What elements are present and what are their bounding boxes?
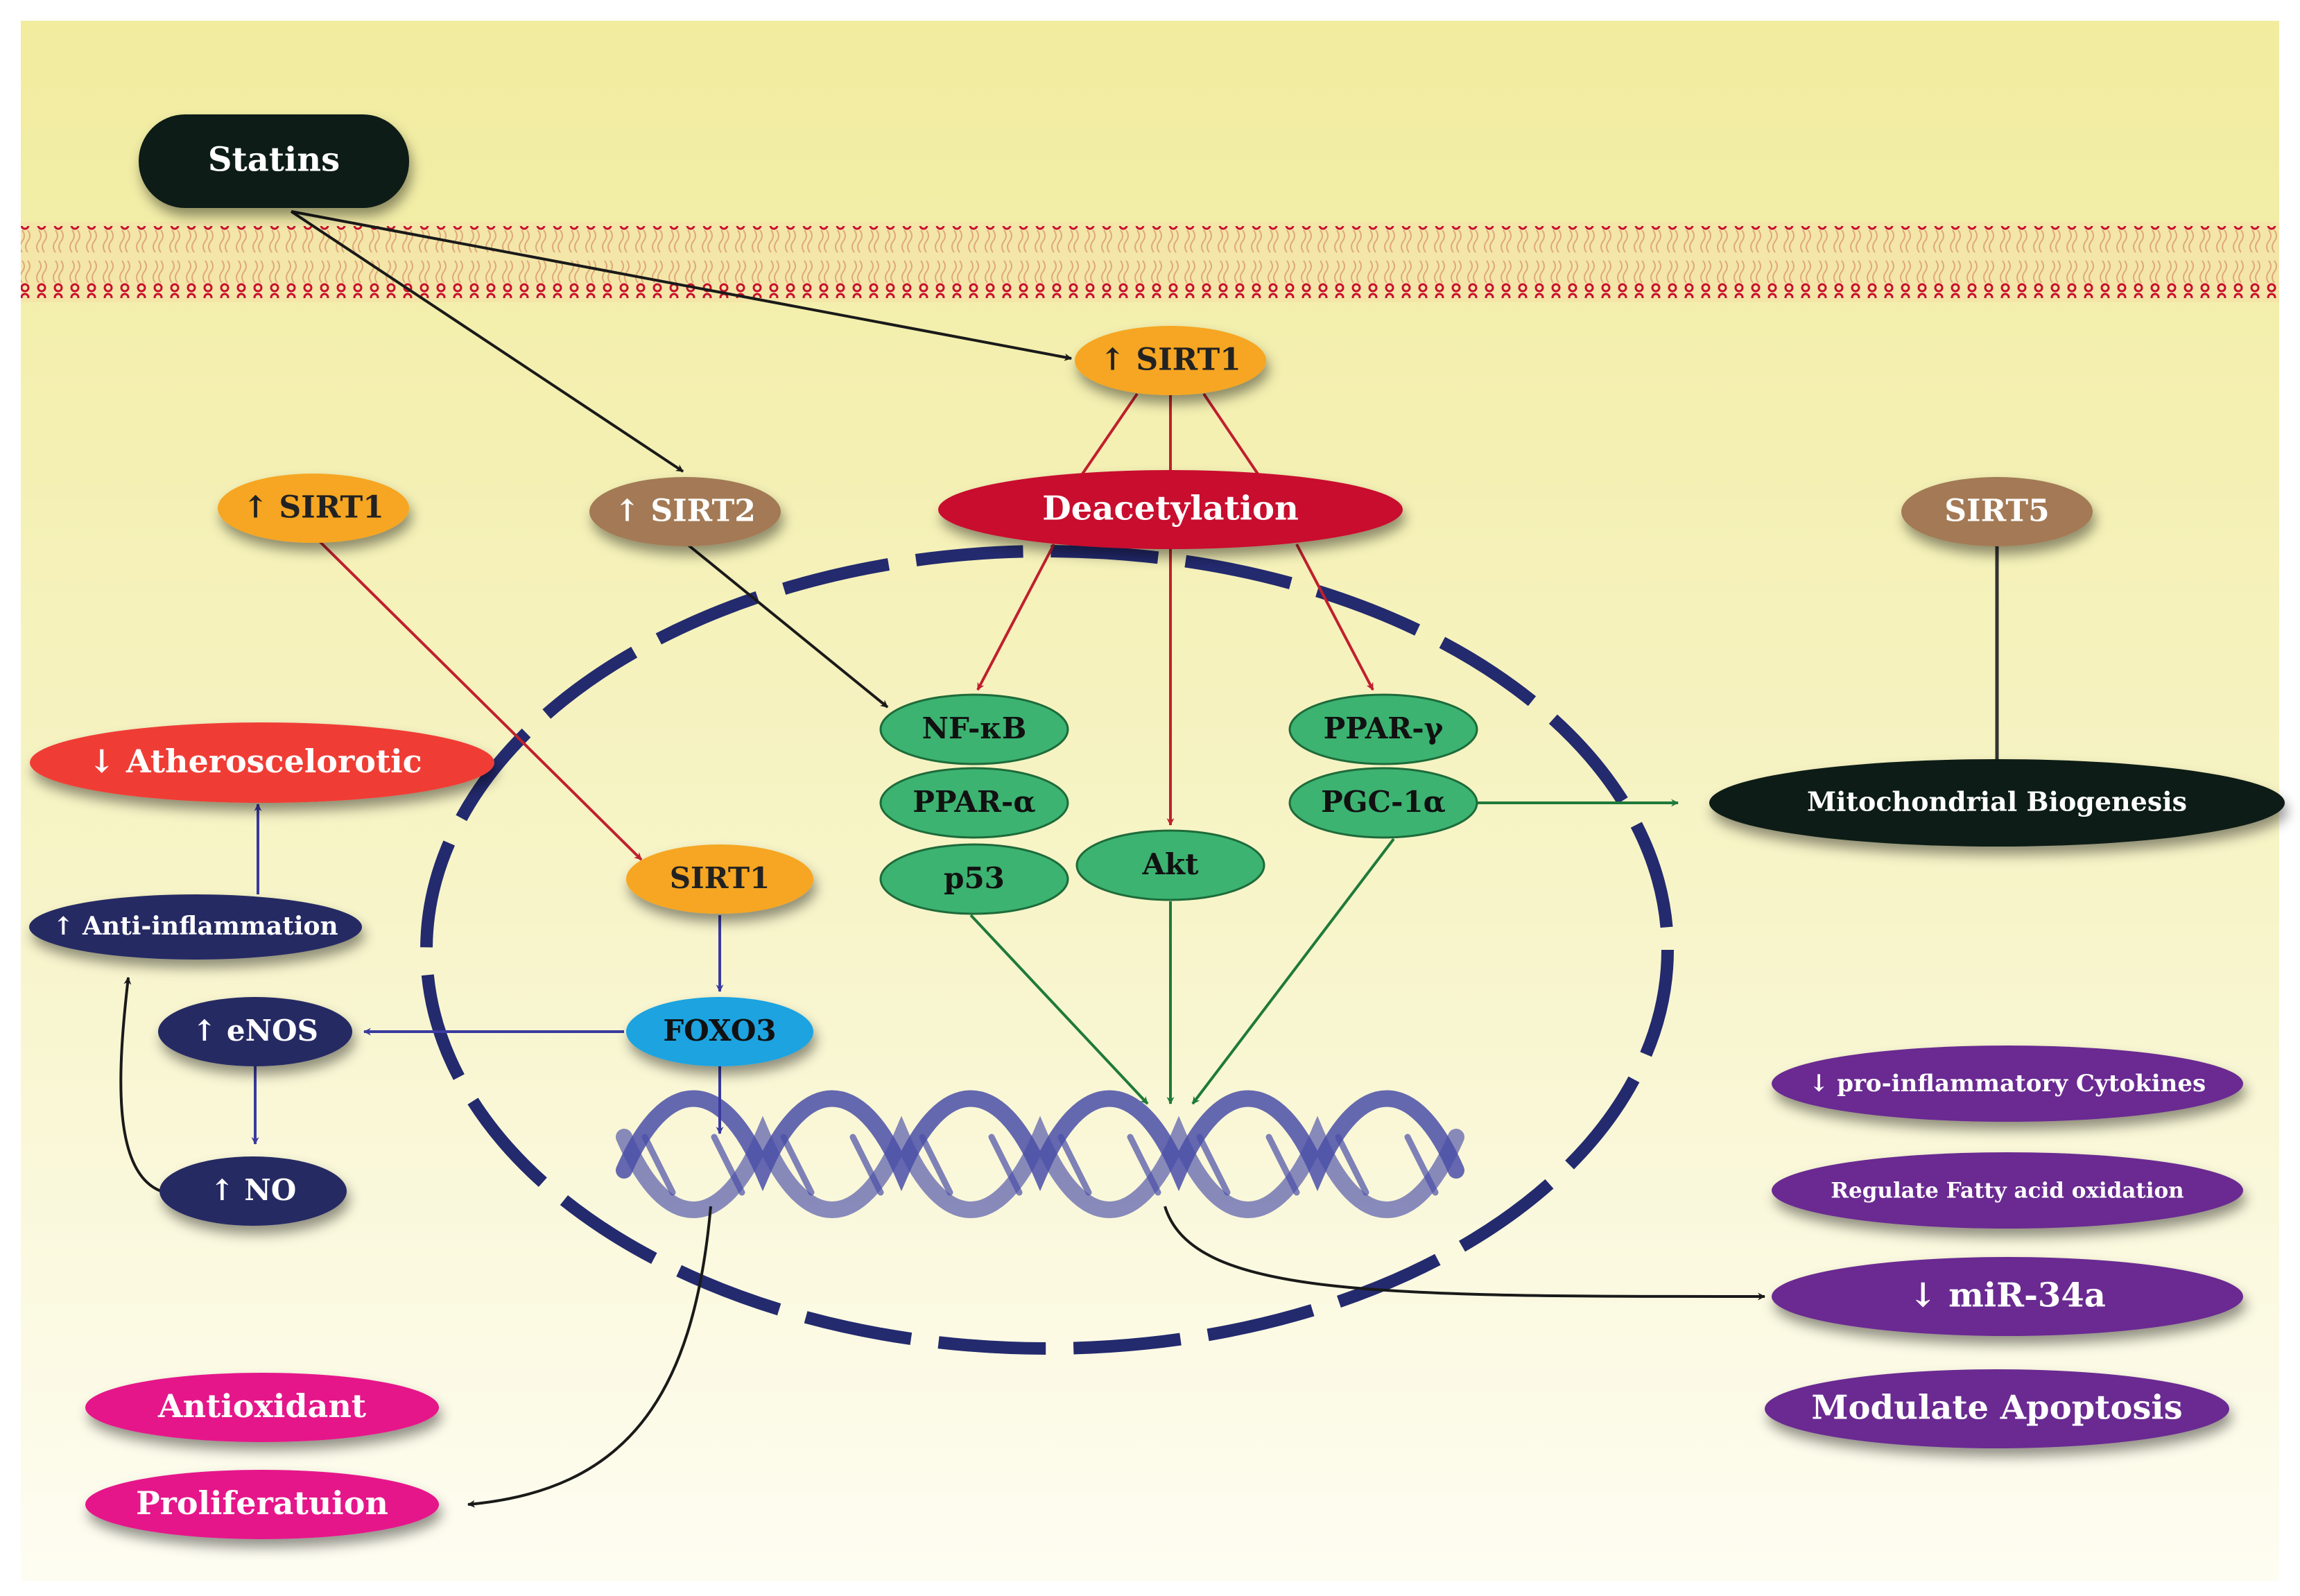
- nfkb-node: NF-κB: [879, 693, 1069, 765]
- akt-node: Akt: [1075, 829, 1265, 901]
- arrow-sirt2-to-nfkb: [682, 539, 889, 709]
- sirt2-label: ↑ SIRT2: [614, 494, 756, 529]
- mir34a-label: ↓ miR-34a: [1909, 1276, 2106, 1315]
- proliferation-label: Proliferatuion: [136, 1484, 388, 1522]
- foxo3-node: FOXO3: [626, 997, 813, 1066]
- arrow-deacetylation-to-nfkb: [976, 544, 1055, 691]
- p53-label: p53: [944, 861, 1005, 895]
- proliferation-node: Proliferatuion: [85, 1470, 439, 1539]
- dna-helix: [616, 1090, 1464, 1218]
- antioxidant-label: Antioxidant: [157, 1387, 367, 1425]
- p53-node: p53: [879, 843, 1069, 915]
- sirt2-node: ↑ SIRT2: [589, 477, 781, 546]
- sirt1-nuclear-label: SIRT1: [670, 861, 770, 895]
- nodes: Statins ↑ SIRT1 ↑ SIRT2 ↑ SIRT1 Deacetyl…: [29, 114, 2285, 1539]
- atherosclerotic-label: ↓ Atheroscelorotic: [88, 743, 422, 780]
- sirt1-left-node: ↑ SIRT1: [218, 474, 409, 543]
- foxo3-label: FOXO3: [663, 1014, 776, 1048]
- line-sirt1-to-deacetylation-left: [1080, 392, 1139, 476]
- ppar-alpha-label: PPAR-α: [913, 785, 1035, 819]
- arrow-pgc1a-to-dna: [1191, 838, 1395, 1105]
- nfkb-label: NF-κB: [922, 711, 1027, 745]
- deacetylation-label: Deacetylation: [1042, 489, 1299, 528]
- arrow-no-to-anti-inflammation: [119, 976, 162, 1192]
- arrow-sirt1-left-to-nuclear-sirt1: [318, 539, 643, 861]
- enos-label: ↑ eNOS: [192, 1014, 318, 1048]
- no-label: ↑ NO: [210, 1173, 297, 1207]
- akt-label: Akt: [1141, 847, 1199, 881]
- ppar-alpha-node: PPAR-α: [879, 767, 1069, 839]
- apoptosis-label: Modulate Apoptosis: [1811, 1389, 2182, 1428]
- arrow-dna-to-proliferation: [467, 1206, 712, 1508]
- sirt5-node: SIRT5: [1901, 477, 2093, 546]
- nucleus-envelope: [420, 545, 1674, 1355]
- mito-biogenesis-node: Mitochondrial Biogenesis: [1709, 759, 2285, 847]
- fatty-acid-label: Regulate Fatty acid oxidation: [1831, 1179, 2184, 1204]
- arrow-statins-to-sirt2: [290, 210, 684, 473]
- sirt1-left-label: ↑ SIRT1: [243, 490, 384, 526]
- ppar-gamma-label: PPAR-γ: [1324, 711, 1444, 745]
- atherosclerotic-node: ↓ Atheroscelorotic: [30, 722, 494, 803]
- no-node: ↑ NO: [159, 1156, 347, 1226]
- sirt1-nuclear-node: SIRT1: [626, 844, 813, 914]
- enos-node: ↑ eNOS: [158, 997, 352, 1066]
- statins-node: Statins: [139, 114, 409, 208]
- line-sirt1-to-deacetylation-right: [1202, 392, 1260, 476]
- apoptosis-node: Modulate Apoptosis: [1765, 1369, 2229, 1448]
- pgc-1a-label: PGC-1α: [1321, 785, 1446, 819]
- antioxidant-node: Antioxidant: [85, 1373, 439, 1442]
- arrow-dna-to-mir34a: [1164, 1206, 1766, 1301]
- fatty-acid-node: Regulate Fatty acid oxidation: [1772, 1152, 2243, 1229]
- connectors: [119, 210, 1999, 1508]
- deacetylation-node: Deacetylation: [938, 470, 1403, 549]
- cytokines-node: ↓ pro-inflammatory Cytokines: [1772, 1046, 2243, 1122]
- anti-inflammation-node: ↑ Anti-inflammation: [29, 894, 362, 960]
- sirt5-label: SIRT5: [1944, 494, 2050, 529]
- mito-biogenesis-label: Mitochondrial Biogenesis: [1807, 786, 2187, 817]
- anti-inflammation-label: ↑ Anti-inflammation: [53, 912, 338, 941]
- sirt1-top-label: ↑ SIRT1: [1100, 342, 1241, 378]
- statins-label: Statins: [208, 141, 340, 180]
- cytokines-label: ↓ pro-inflammatory Cytokines: [1809, 1070, 2206, 1098]
- arrow-statins-to-sirt1: [291, 210, 1073, 361]
- arrow-deacetylation-to-pparg: [1295, 544, 1374, 691]
- pgc-1a-node: PGC-1α: [1288, 767, 1478, 839]
- cell-membrane: [21, 222, 2279, 302]
- ppar-gamma-node: PPAR-γ: [1288, 693, 1478, 765]
- sirt1-top-node: ↑ SIRT1: [1075, 326, 1266, 395]
- arrow-p53-to-dna: [969, 914, 1149, 1105]
- mir34a-node: ↓ miR-34a: [1772, 1257, 2243, 1336]
